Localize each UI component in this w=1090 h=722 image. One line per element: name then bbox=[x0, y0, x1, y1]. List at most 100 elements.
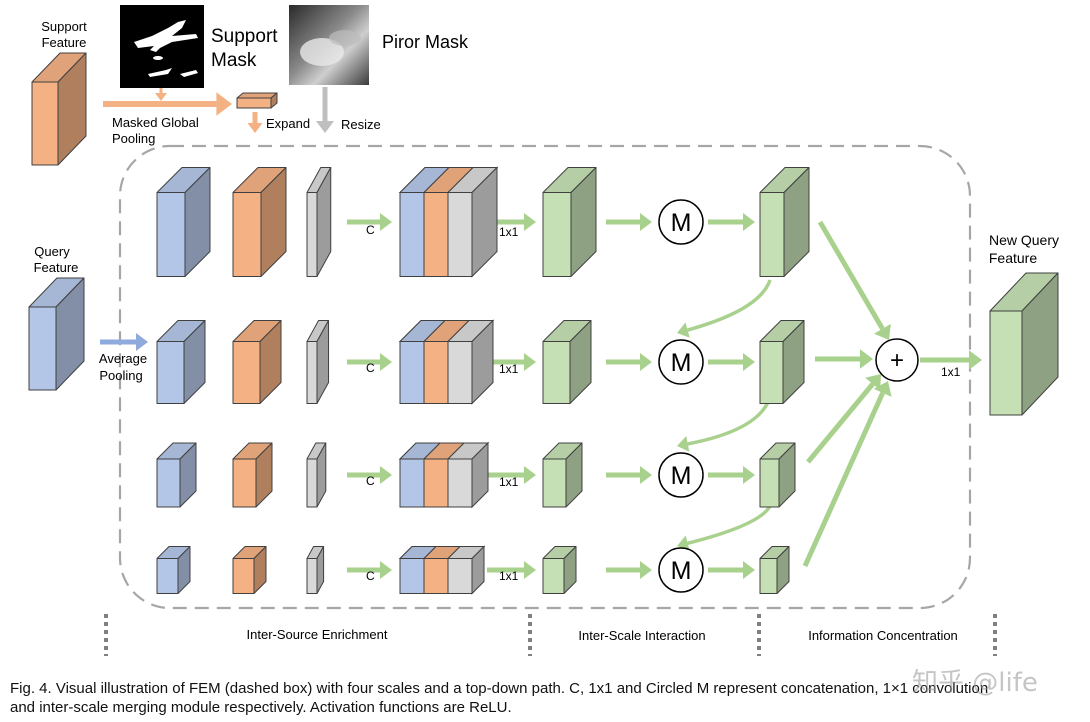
concentrate-arrow-row2 bbox=[815, 349, 873, 369]
merge-node-label-row3: M bbox=[671, 462, 692, 490]
average-pooling-label-line2: Pooling bbox=[99, 368, 142, 383]
masked-global-pooling-label-line1: Masked Global bbox=[112, 115, 199, 130]
to-merge-arrow-row3 bbox=[606, 466, 652, 484]
merged-feature-block-row3 bbox=[759, 442, 796, 508]
concat-label-row2: C bbox=[366, 361, 375, 375]
fem-dashed-box bbox=[118, 144, 972, 610]
arrows-layer bbox=[100, 87, 982, 579]
top-down-arrow-3-4 bbox=[677, 505, 772, 552]
caption-line-1: Fig. 4. Visual illustration of FEM (dash… bbox=[10, 680, 989, 697]
prior-mask-label: Piror Mask bbox=[382, 32, 469, 52]
merge-node-label-row4: M bbox=[671, 557, 692, 585]
text-labels-layer: Support Feature Support Mask Piror Mask … bbox=[34, 19, 1059, 643]
support-block-row2 bbox=[232, 320, 282, 404]
conv-label-row3: 1x1 bbox=[499, 475, 519, 489]
support-block-row1 bbox=[232, 167, 287, 277]
concat-arrow-row1 bbox=[347, 213, 392, 231]
section-inter-scale-interaction: Inter-Scale Interaction bbox=[578, 628, 705, 643]
concentrate-arrow-row4 bbox=[802, 381, 892, 568]
resize-label: Resize bbox=[341, 117, 381, 132]
concat-label-row3: C bbox=[366, 474, 375, 488]
average-pooling-label-line1: Average bbox=[99, 351, 147, 366]
concat-block-row4 bbox=[398, 545, 486, 595]
expand-label: Expand bbox=[266, 116, 310, 131]
query-block-row4 bbox=[156, 546, 191, 594]
resize-arrow bbox=[316, 87, 334, 133]
from-merge-arrow-row1 bbox=[708, 213, 755, 231]
top-down-arrow-2-3 bbox=[677, 396, 772, 452]
concat-block-row2 bbox=[398, 319, 495, 405]
to-merge-arrow-row1 bbox=[606, 213, 652, 231]
concat-arrow-row4 bbox=[347, 561, 392, 579]
merged-feature-block-row2 bbox=[759, 320, 805, 404]
support-block-row4 bbox=[232, 546, 267, 594]
query-feature-block bbox=[28, 277, 85, 391]
final-conv-arrow bbox=[920, 350, 982, 370]
prior-mask-block-row4 bbox=[306, 546, 325, 594]
sum-node: + bbox=[875, 338, 919, 382]
concat-block-row3 bbox=[398, 441, 490, 509]
conv-output-block-row2 bbox=[542, 320, 592, 404]
support-block-row3 bbox=[232, 442, 273, 508]
concat-arrow-row3 bbox=[347, 466, 392, 484]
concat-arrow-row2 bbox=[347, 353, 392, 371]
query-block-row1 bbox=[156, 167, 211, 277]
masked-global-pooling-label-line2: Pooling bbox=[112, 131, 155, 146]
new-query-feature-label-line2: Feature bbox=[989, 250, 1037, 266]
support-feature-label-line1: Support bbox=[41, 19, 87, 34]
caption-line-2: and inter-scale merging module respectiv… bbox=[10, 699, 512, 716]
merge-node-row2: M bbox=[658, 339, 704, 385]
from-merge-arrow-row2 bbox=[708, 353, 755, 371]
merged-feature-block-row4 bbox=[759, 546, 790, 594]
section-inter-source-enrichment: Inter-Source Enrichment bbox=[247, 627, 388, 642]
merge-node-row3: M bbox=[658, 452, 704, 498]
watermark: 知乎 @life bbox=[912, 668, 1038, 698]
new-query-feature-label-line1: New Query bbox=[989, 232, 1059, 248]
conv-output-block-row3 bbox=[542, 442, 583, 508]
top-down-arrow-1-2 bbox=[677, 279, 772, 338]
merge-node-label-row1: M bbox=[671, 209, 692, 237]
support-mask-label-line2: Mask bbox=[211, 50, 257, 71]
support-feature-block bbox=[31, 52, 87, 166]
conv-label-row1: 1x1 bbox=[499, 225, 519, 239]
merge-node-label-row2: M bbox=[671, 349, 692, 377]
to-merge-arrow-row2 bbox=[606, 353, 652, 371]
query-feature-label-line2: Feature bbox=[34, 260, 79, 275]
concat-label-row4: C bbox=[366, 569, 375, 583]
from-merge-arrow-row3 bbox=[708, 466, 755, 484]
prior-mask-block-row2 bbox=[306, 320, 330, 404]
merged-feature-block-row1 bbox=[759, 167, 810, 277]
support-feature-label-line2: Feature bbox=[42, 35, 87, 50]
section-information-concentration: Information Concentration bbox=[808, 628, 958, 643]
conv-output-block-row4 bbox=[542, 546, 577, 594]
expand-arrow bbox=[247, 112, 263, 133]
merge-node-row1: M bbox=[658, 199, 704, 245]
feature-blocks-layer bbox=[28, 52, 1059, 595]
conv-label-row2: 1x1 bbox=[499, 362, 519, 376]
concentrate-arrow-row1 bbox=[817, 220, 891, 340]
prior-mask-block-row1 bbox=[306, 167, 332, 277]
from-merge-arrow-row4 bbox=[708, 561, 755, 579]
conv-arrow-row3 bbox=[487, 466, 536, 484]
support-mask-down-arrow bbox=[155, 88, 167, 101]
concentrate-arrow-row3 bbox=[806, 374, 881, 464]
average-pooling-arrow bbox=[100, 333, 148, 351]
operator-nodes-layer: M M M M + bbox=[658, 199, 919, 593]
concat-label-row1: C bbox=[366, 223, 375, 237]
section-dividers bbox=[104, 614, 997, 656]
query-feature-label-line1: Query bbox=[34, 244, 70, 259]
final-conv-label: 1x1 bbox=[941, 365, 961, 379]
prior-mask-image bbox=[289, 5, 369, 85]
new-query-feature-block bbox=[989, 272, 1059, 416]
masked-global-pooling-arrow bbox=[103, 92, 232, 116]
conv-arrow-row4 bbox=[487, 561, 536, 579]
query-block-row3 bbox=[156, 442, 197, 508]
sum-node-label: + bbox=[890, 347, 904, 374]
concat-block-row1 bbox=[398, 166, 499, 278]
conv-label-row4: 1x1 bbox=[499, 569, 519, 583]
conv-output-block-row1 bbox=[542, 167, 597, 277]
prior-mask-block-row3 bbox=[306, 442, 327, 508]
query-block-row2 bbox=[156, 320, 206, 404]
support-mask-image bbox=[120, 5, 204, 88]
support-vector-block bbox=[236, 92, 278, 109]
